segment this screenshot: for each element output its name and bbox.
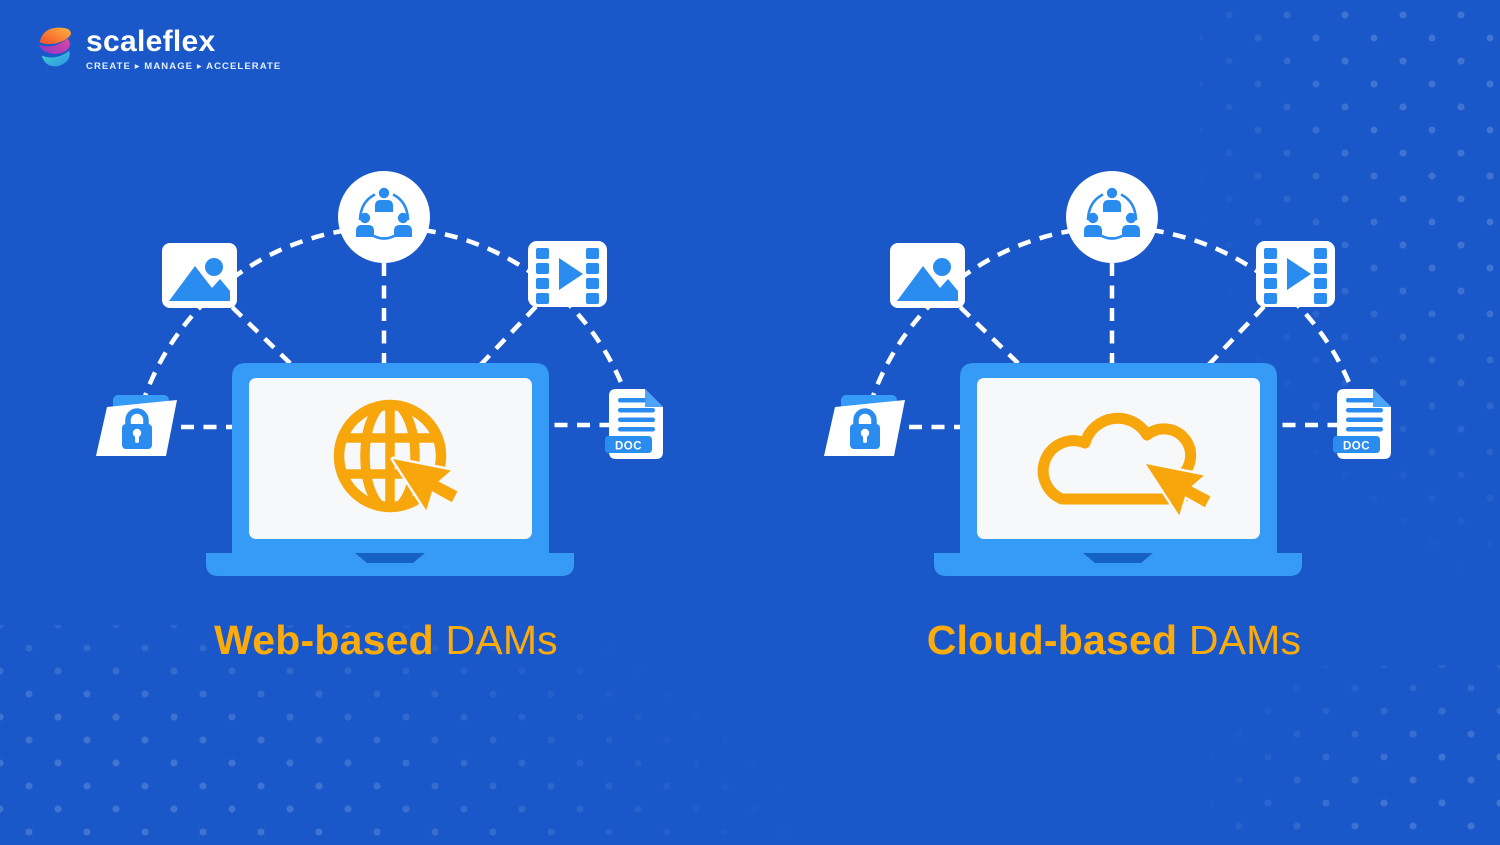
image-icon xyxy=(162,243,237,308)
globe-with-cursor-icon xyxy=(333,399,466,516)
doc-badge-label: DOC xyxy=(615,441,642,453)
brand-name: scaleflex xyxy=(86,25,216,58)
video-icon xyxy=(528,241,607,307)
team-icon xyxy=(1066,171,1158,263)
image-icon xyxy=(890,243,965,308)
diagram-title: Cloud-based DAMs xyxy=(794,616,1434,664)
secure-folder-icon xyxy=(824,395,905,456)
brand-tagline: CREATE ▸ MANAGE ▸ ACCELERATE xyxy=(86,61,282,72)
diagram-title-rest: DAMs xyxy=(433,617,558,663)
scaleflex-logo: scaleflex CREATE ▸ MANAGE ▸ ACCELERATE xyxy=(36,24,281,72)
dot-pattern-bottom-right xyxy=(1210,665,1500,845)
diagram-title-rest: DAMs xyxy=(1177,617,1302,663)
scaleflex-logo-icon xyxy=(38,27,71,67)
web-based-dam-diagram: DOC Web-based DAMs xyxy=(66,150,706,690)
diagram-title: Web-based DAMs xyxy=(66,616,706,664)
secure-folder-icon xyxy=(96,395,177,456)
team-icon xyxy=(338,171,430,263)
doc-badge-label: DOC xyxy=(1343,441,1370,453)
cloud-with-cursor-icon xyxy=(1037,412,1218,521)
cloud-based-dam-diagram: DOC Cloud-based DAMs xyxy=(794,150,1434,690)
diagram-title-bold: Cloud-based xyxy=(926,617,1178,663)
video-icon xyxy=(1256,241,1335,307)
diagram-title-bold: Web-based xyxy=(214,617,434,663)
